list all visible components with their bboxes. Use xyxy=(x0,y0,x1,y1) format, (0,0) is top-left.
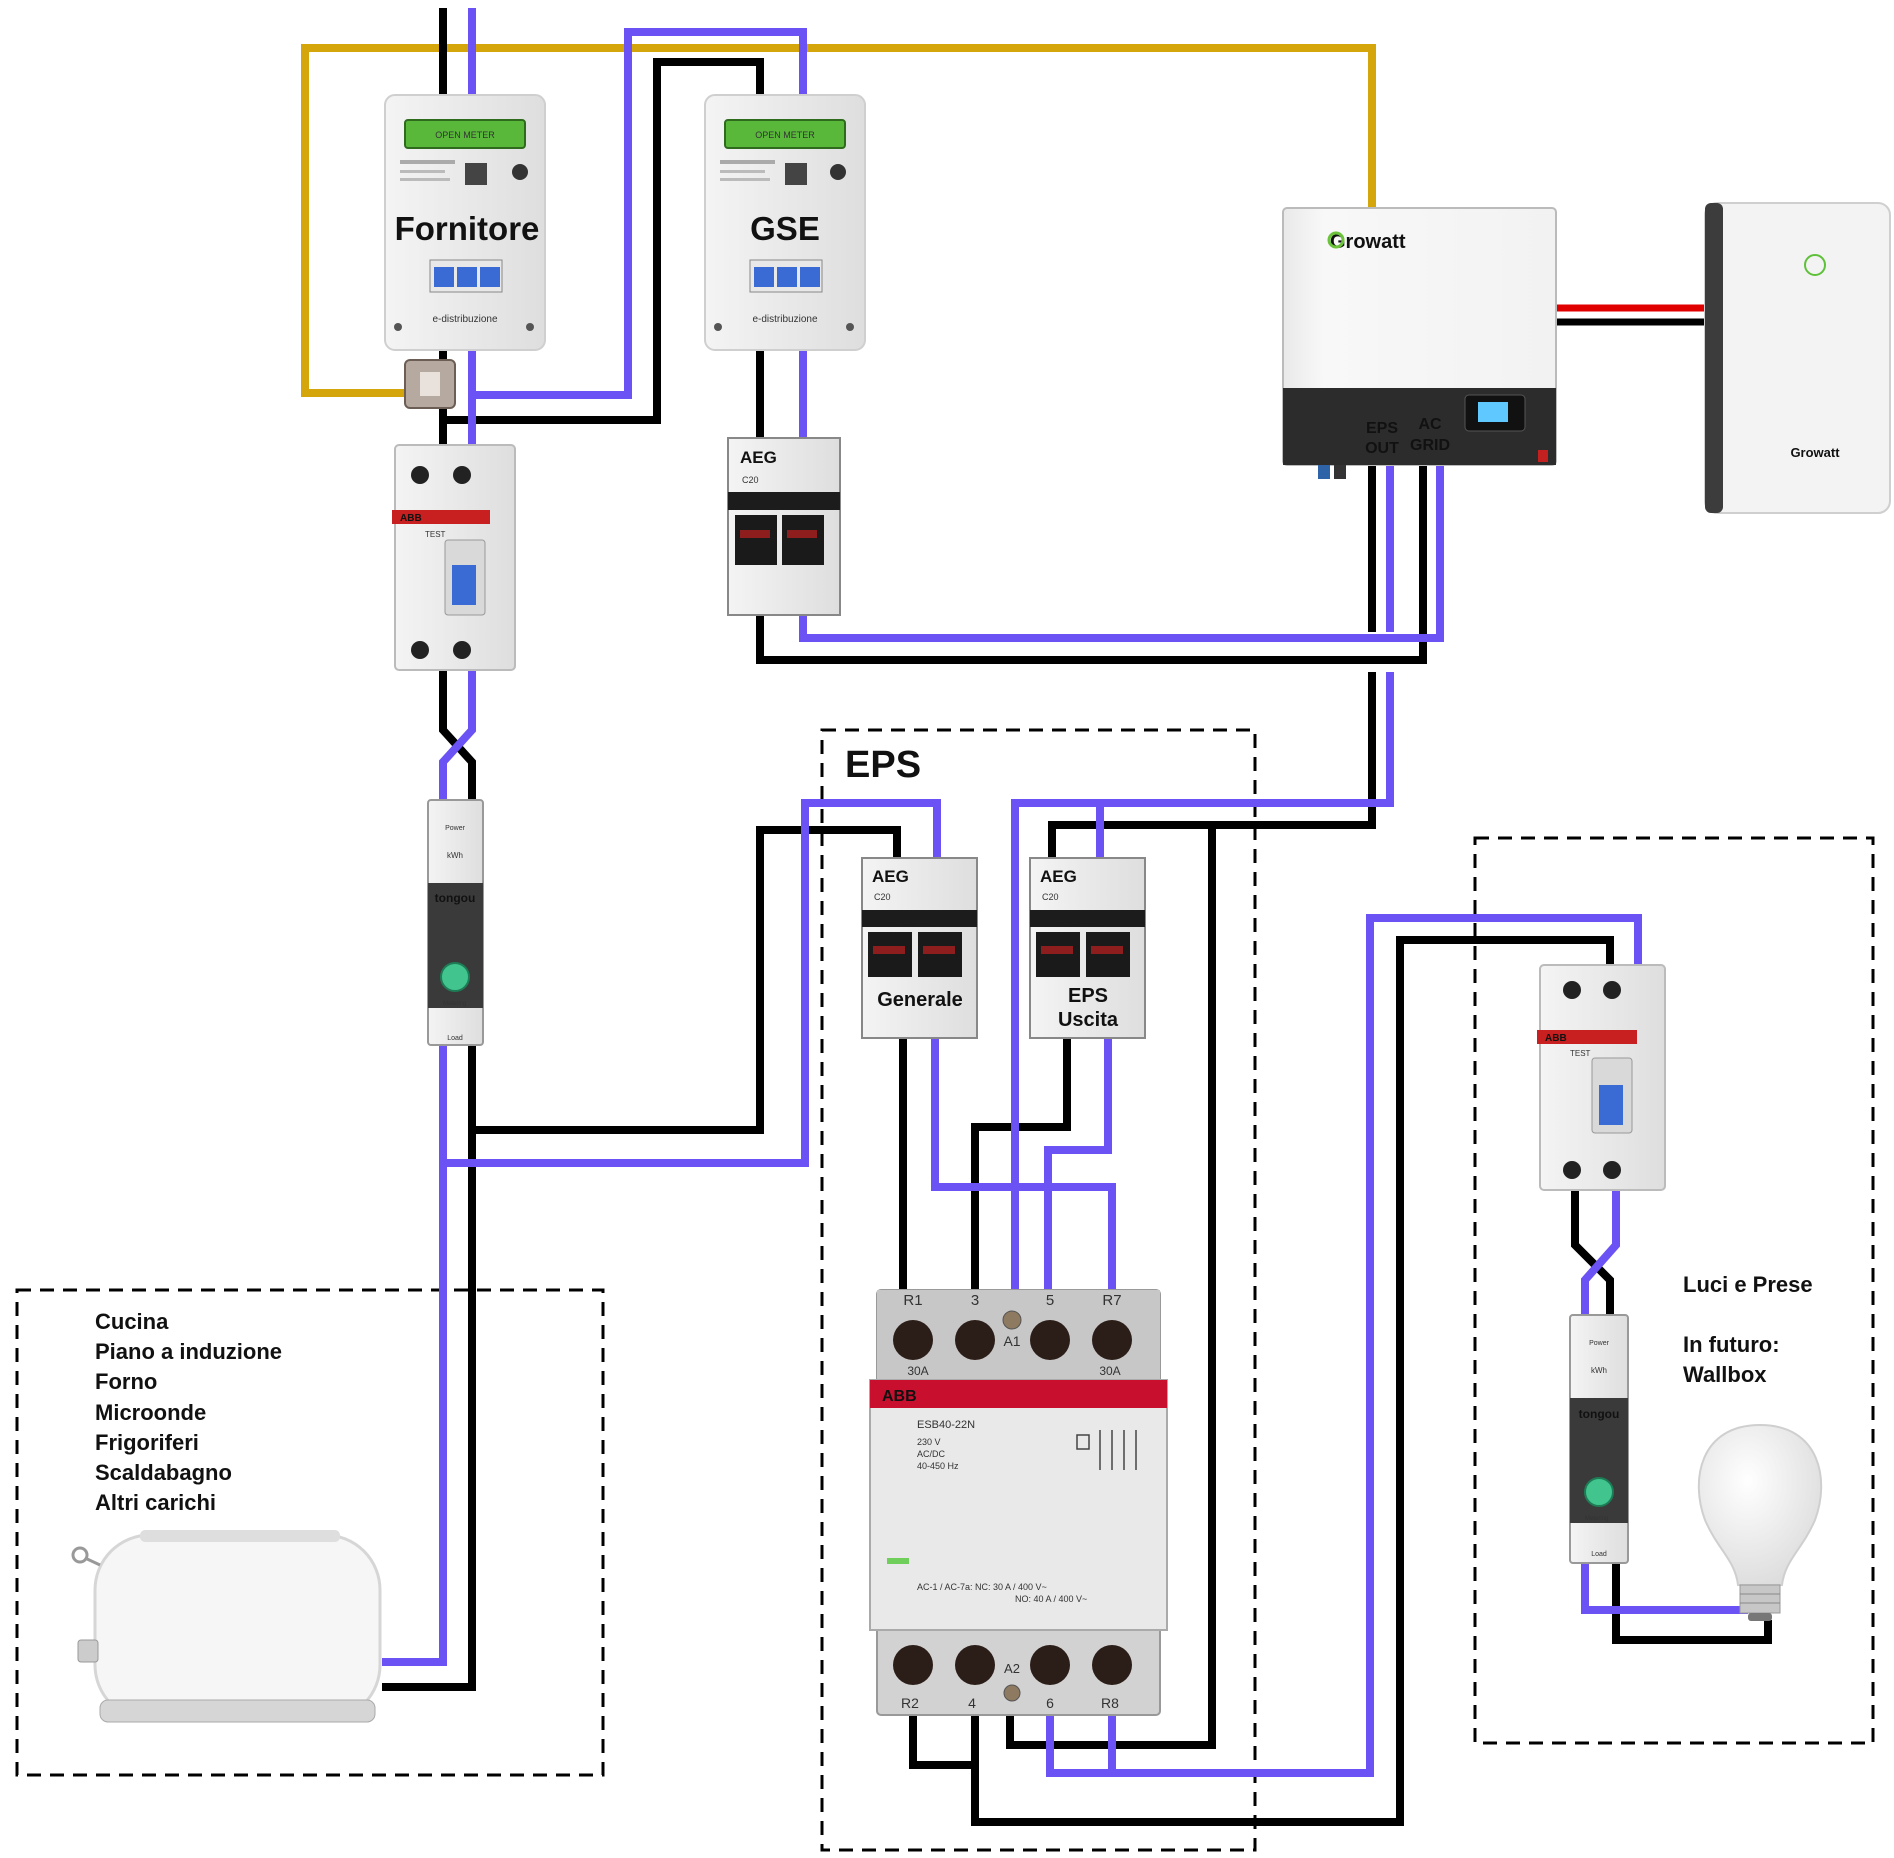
meter-footer: e-distribuzione xyxy=(432,314,497,325)
contactor-rating: 30A xyxy=(1099,1364,1120,1378)
inverter-ac-line2: GRID xyxy=(1410,437,1450,454)
rcd-main: ABB TEST xyxy=(392,444,516,671)
lights-load: In futuro: xyxy=(1683,1332,1780,1357)
kitchen-load: Cucina xyxy=(95,1309,169,1334)
breaker-brand: AEG xyxy=(1040,867,1077,886)
smart-meter-right: Power kWh tongou Metering Load xyxy=(1569,1314,1629,1564)
smart-kwh: kWh xyxy=(1591,1366,1607,1375)
term-5: 5 xyxy=(1046,1292,1054,1309)
inverter-eps-line2: OUT xyxy=(1365,440,1399,457)
meter-display-text: OPEN METER xyxy=(755,130,815,140)
lightbulb-icon xyxy=(1697,1423,1823,1621)
term-6: 6 xyxy=(1046,1695,1054,1711)
breaker-rating: C20 xyxy=(874,892,891,902)
meter-footer: e-distribuzione xyxy=(752,314,817,325)
kitchen-load: Forno xyxy=(95,1369,157,1394)
contactor-spec1: 230 V xyxy=(917,1437,941,1447)
breaker-brand: AEG xyxy=(872,867,909,886)
term-4: 4 xyxy=(968,1695,976,1711)
meter-gse: OPEN METER GSE e-distribuzione xyxy=(704,94,866,351)
kitchen-load: Scaldabagno xyxy=(95,1460,232,1485)
contactor-spec4: AC-1 / AC-7a: NC: 30 A / 400 V~ xyxy=(917,1582,1047,1592)
smart-meter-left: Power kWh tongou Metering Load xyxy=(427,799,484,1046)
breaker-brand: AEG xyxy=(740,448,777,467)
battery-cable xyxy=(1556,304,1705,326)
meter-gse-label: GSE xyxy=(750,210,820,247)
rcd-lights: ABB TEST xyxy=(1537,964,1666,1191)
rcd-brand: ABB xyxy=(400,513,422,524)
rcd-test: TEST xyxy=(1570,1049,1591,1058)
term-r1: R1 xyxy=(903,1292,922,1309)
lights-loads-list: Luci e Prese In futuro: Wallbox xyxy=(1683,1272,1813,1387)
lights-load: Wallbox xyxy=(1683,1362,1767,1387)
rcd-brand: ABB xyxy=(1545,1033,1567,1044)
meter-fornitore-label: Fornitore xyxy=(395,210,540,247)
kitchen-loads-list: Cucina Piano a induzione Forno Microonde… xyxy=(95,1309,282,1515)
smart-brand: tongou xyxy=(435,891,476,905)
kitchen-load: Altri carichi xyxy=(95,1490,216,1515)
kitchen-zone-box xyxy=(15,1288,605,1777)
breaker-generale: AEG C20 Generale xyxy=(861,857,978,1039)
term-r7: R7 xyxy=(1102,1292,1121,1309)
contactor-brand: ABB xyxy=(882,1388,917,1405)
breaker-eps-label-line1: EPS xyxy=(1068,985,1108,1007)
smart-metering: Metering xyxy=(1585,1516,1608,1522)
lights-load: Luci e Prese xyxy=(1683,1272,1813,1297)
earth-wire xyxy=(301,44,1376,397)
breaker-eps-label-line2: Uscita xyxy=(1058,1009,1119,1031)
kitchen-load: Piano a induzione xyxy=(95,1339,282,1364)
lights-zone-box xyxy=(1473,836,1875,1745)
smart-load: Load xyxy=(447,1035,463,1042)
contactor-spec3: 40-450 Hz xyxy=(917,1461,959,1471)
term-a2: A2 xyxy=(1004,1661,1020,1676)
inverter-ac-line1: AC xyxy=(1418,416,1442,433)
kitchen-load: Microonde xyxy=(95,1400,206,1425)
battery: Growatt xyxy=(1704,202,1891,514)
contactor: R1 3 A1 5 R7 30A 30A ABB ESB40-22N 230 V… xyxy=(869,1289,1168,1716)
meter-display-text: OPEN METER xyxy=(435,130,495,140)
battery-brand: Growatt xyxy=(1790,445,1840,460)
current-clamp xyxy=(404,359,456,409)
eps-zone-box xyxy=(820,728,1257,1852)
contactor-spec2: AC/DC xyxy=(917,1449,946,1459)
breaker-rating: C20 xyxy=(1042,892,1059,902)
toaster-icon xyxy=(71,1530,382,1723)
smart-kwh: kWh xyxy=(447,851,463,860)
breaker-rating: C20 xyxy=(742,475,759,485)
neutral-wires xyxy=(382,8,1748,1777)
smart-brand: tongou xyxy=(1579,1407,1620,1421)
smart-power: Power xyxy=(1589,1340,1610,1347)
contactor-spec5: NO: 40 A / 400 V~ xyxy=(1015,1594,1087,1604)
meter-display xyxy=(404,119,526,149)
contactor-model: ESB40-22N xyxy=(917,1419,975,1431)
meter-fornitore: OPEN METER Fornitore e-distribuzione xyxy=(384,94,546,351)
breaker-eps-uscita: AEG C20 EPS Uscita xyxy=(1029,857,1146,1039)
smart-load: Load xyxy=(1591,1551,1607,1558)
inverter-eps-line1: EPS xyxy=(1366,420,1398,437)
inverter: Growatt EPS OUT AC GRID xyxy=(1282,207,1557,479)
term-a1: A1 xyxy=(1003,1333,1020,1349)
contactor-rating: 30A xyxy=(907,1364,928,1378)
breaker-main-label: Generale xyxy=(877,989,963,1011)
smart-power: Power xyxy=(445,825,466,832)
term-r8: R8 xyxy=(1101,1695,1119,1711)
breaker-gse: AEG C20 xyxy=(727,437,841,616)
smart-metering: Metering xyxy=(443,1001,466,1007)
kitchen-load: Frigoriferi xyxy=(95,1430,199,1455)
rcd-test: TEST xyxy=(425,530,446,539)
eps-zone-label: EPS xyxy=(845,744,921,786)
inverter-brand: Growatt xyxy=(1330,231,1406,253)
term-r2: R2 xyxy=(901,1695,919,1711)
term-3: 3 xyxy=(971,1292,979,1309)
